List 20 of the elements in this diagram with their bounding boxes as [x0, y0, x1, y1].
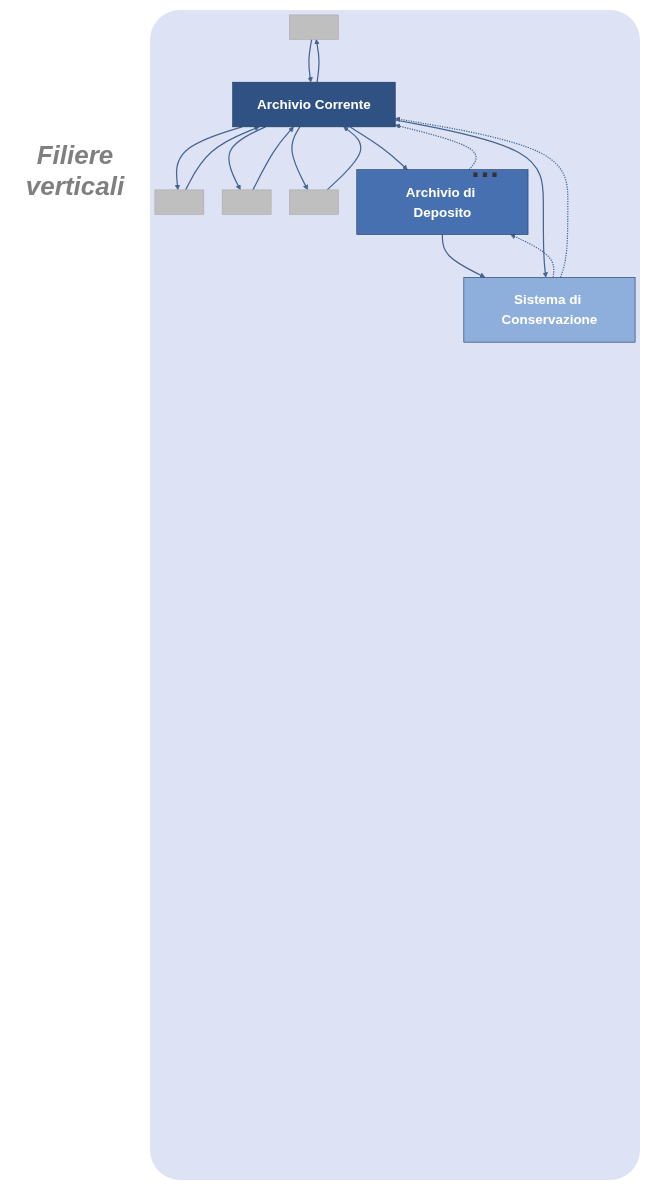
arrow — [395, 123, 477, 171]
arrow — [228, 126, 267, 191]
arrow — [326, 126, 362, 191]
arrow — [441, 233, 486, 278]
node-bar — [221, 189, 272, 215]
arrow — [174, 126, 243, 191]
arrow — [314, 39, 320, 83]
arrow — [291, 126, 308, 191]
arrow — [252, 126, 294, 191]
node-bar — [289, 189, 339, 215]
side-caption: Filiere verticali — [24, 140, 126, 202]
arrow — [349, 126, 408, 170]
arrow — [185, 126, 260, 191]
arrow — [307, 38, 313, 83]
node-box: Archivio Corrente — [232, 81, 396, 128]
node-bar — [154, 189, 205, 215]
arrow — [510, 234, 555, 278]
ellipsis-mark: … — [470, 150, 500, 184]
node-box: Sistema di Conservazione — [463, 277, 636, 343]
node-bar — [289, 14, 339, 40]
